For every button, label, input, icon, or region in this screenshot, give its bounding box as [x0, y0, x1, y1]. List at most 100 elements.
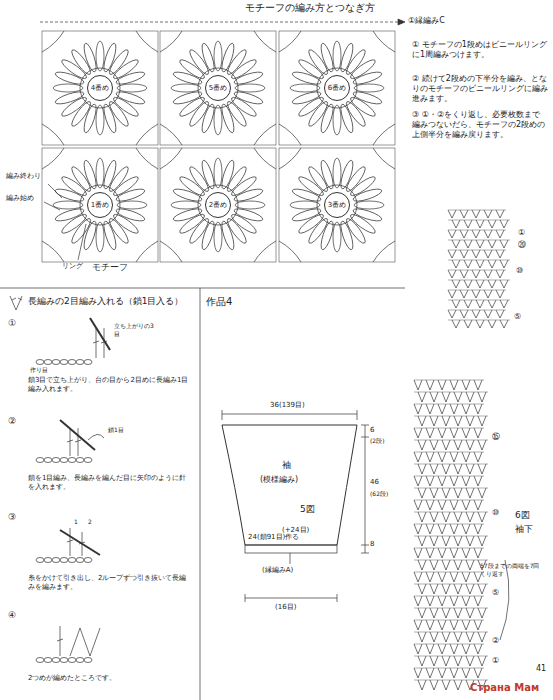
label: ①縁編みC	[408, 16, 445, 26]
motif-frame	[160, 148, 276, 262]
chart-stitch	[442, 536, 450, 546]
chart-stitch	[442, 656, 450, 666]
motif-number: 4番め	[91, 83, 109, 93]
chart-stitch	[438, 524, 446, 534]
chart-stitch	[478, 488, 486, 498]
chart-row	[414, 608, 488, 609]
chain-stitch	[68, 658, 76, 663]
petal-stitch	[344, 216, 368, 245]
label: (模様編み)	[260, 475, 298, 485]
chart-stitch	[452, 240, 460, 248]
label: 作品4	[206, 296, 232, 309]
chart-stitch	[418, 464, 426, 474]
chart-stitch	[478, 512, 486, 522]
petal-stitch	[333, 222, 341, 252]
chart-stitch	[450, 572, 458, 582]
chain-stitch	[76, 458, 84, 463]
label: (2段)	[370, 437, 385, 445]
motif-number: 3番め	[328, 200, 346, 210]
chart-stitch	[454, 512, 462, 522]
chart-stitch	[488, 320, 496, 328]
chart-stitch	[454, 536, 462, 546]
chart-row	[414, 488, 488, 489]
chart-stitch	[474, 476, 482, 486]
chart-stitch	[500, 260, 508, 268]
motif-frame	[279, 148, 395, 262]
ring-stitches	[198, 185, 238, 225]
chart-stitch	[452, 280, 460, 288]
petal-stitch	[225, 99, 249, 128]
divider	[0, 288, 405, 289]
chart-stitch	[418, 656, 426, 666]
chart-stitch	[484, 270, 492, 278]
label: 編み終わり	[6, 172, 41, 181]
chart-stitch	[448, 230, 456, 238]
chart-stitch	[464, 240, 472, 248]
chart-stitch	[478, 392, 486, 402]
ring-stitches	[80, 185, 120, 225]
chart-stitch	[414, 572, 422, 582]
petal-stitch	[96, 222, 104, 252]
chart-row	[448, 320, 510, 321]
chain-stitch	[60, 658, 68, 663]
chart-stitch	[438, 428, 446, 438]
petal-stitch	[333, 41, 341, 71]
chart-stitch	[418, 608, 426, 618]
chart-stitch	[438, 668, 446, 678]
chart-stitch	[430, 584, 438, 594]
petal-stitch	[235, 84, 265, 92]
label: ③ ①・②をくり返し、必要枚数まで編みつないだら、モチーフの2段めの上側半分を編…	[412, 110, 548, 140]
leader-line	[290, 553, 291, 564]
chart-stitch	[462, 476, 470, 486]
chart-stitch	[414, 596, 422, 606]
ring-stitches	[198, 68, 238, 108]
chart-stitch	[426, 476, 434, 486]
chain-loop	[160, 124, 182, 145]
chain-stitch	[76, 658, 84, 663]
chart-stitch	[430, 488, 438, 498]
dimension-line	[245, 594, 337, 602]
chart-stitch	[418, 584, 426, 594]
chart-row	[448, 290, 506, 291]
chart-stitch	[442, 464, 450, 474]
chart-stitch	[430, 536, 438, 546]
label: ②	[8, 416, 16, 427]
treble-stitch	[67, 528, 73, 556]
chart-stitch	[484, 230, 492, 238]
chart-stitch	[442, 392, 450, 402]
chart-stitch	[414, 380, 422, 390]
petal-stitch	[214, 105, 222, 135]
chart-stitch	[496, 310, 504, 318]
chart-stitch	[450, 380, 458, 390]
chain-stitch	[44, 360, 52, 365]
chart-stitch	[466, 488, 474, 498]
chart-stitch	[426, 644, 434, 654]
chart-stitch	[414, 668, 422, 678]
petal-stitch	[348, 57, 377, 81]
chart-stitch	[460, 290, 468, 298]
chain-stitch	[60, 458, 68, 463]
petal-stitch	[117, 84, 147, 92]
petal-stitch	[344, 48, 368, 77]
chart-stitch	[418, 560, 426, 570]
chart-stitch	[430, 464, 438, 474]
chain-stitch	[52, 360, 60, 365]
chart-row	[414, 596, 484, 597]
label: (16目)	[275, 603, 296, 612]
chart-stitch	[474, 524, 482, 534]
chart-row	[414, 464, 488, 465]
label: 鎖を1目編み、長編みを編んだ目に矢印のように針を入れます。	[28, 474, 193, 492]
petal-stitch	[333, 105, 341, 135]
chart-row	[414, 524, 484, 525]
section-title: モチーフの編み方とつなぎ方	[245, 2, 375, 15]
chart-stitch	[496, 270, 504, 278]
petal-stitch	[60, 95, 89, 119]
petal-stitch	[333, 158, 341, 188]
chart-stitch	[430, 632, 438, 642]
chart-stitch	[414, 500, 422, 510]
chart-stitch	[430, 512, 438, 522]
chart-row	[414, 572, 484, 573]
chart-stitch	[454, 416, 462, 426]
motif-number: 6番め	[328, 83, 346, 93]
petal-stitch	[111, 212, 140, 236]
